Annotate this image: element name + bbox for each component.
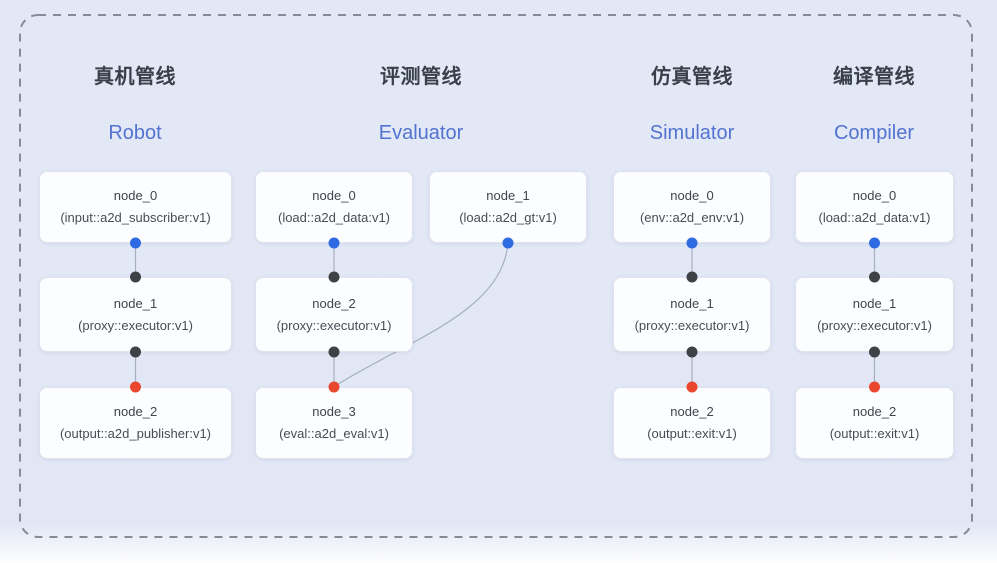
node-sublabel: (load::a2d_gt:v1) xyxy=(459,210,557,225)
node-evaluator-node_0: node_0(load::a2d_data:v1) xyxy=(255,171,413,243)
node-sublabel: (env::a2d_env:v1) xyxy=(639,210,745,225)
node-sublabel: (output::exit:v1) xyxy=(647,426,737,441)
node-sublabel: (proxy::executor:v1) xyxy=(78,317,193,333)
node-compiler-node_0: node_0(load::a2d_data:v1) xyxy=(795,171,954,243)
node-evaluator-node_1: node_1(load::a2d_gt:v1) xyxy=(429,171,587,243)
node-robot-node_1: node_1(proxy::executor:v1) xyxy=(39,277,232,352)
node-label: node_3 xyxy=(312,404,356,419)
node-sublabel: (output::exit:v1) xyxy=(829,426,920,441)
node-sublabel: (proxy::executor:v1) xyxy=(817,317,932,333)
node-label: node_1 xyxy=(670,295,714,311)
node-label: node_0 xyxy=(113,188,158,203)
node-sublabel: (proxy::executor:v1) xyxy=(634,317,750,333)
node-label: node_1 xyxy=(486,188,530,203)
node-label: node_2 xyxy=(312,295,356,311)
node-compiler-node_1: node_1(proxy::executor:v1) xyxy=(795,277,954,352)
node-evaluator-node_2: node_2(proxy::executor:v1) xyxy=(255,277,413,352)
node-evaluator-node_3: node_3(eval::a2d_eval:v1) xyxy=(255,387,413,459)
node-sublabel: (load::a2d_data:v1) xyxy=(277,210,391,225)
node-sublabel: (proxy::executor:v1) xyxy=(276,317,392,333)
node-simulator-node_2: node_2(output::exit:v1) xyxy=(613,387,771,459)
node-label: node_0 xyxy=(852,188,897,203)
node-label: node_2 xyxy=(670,404,714,419)
node-simulator-node_1: node_1(proxy::executor:v1) xyxy=(613,277,771,352)
node-label: node_1 xyxy=(113,295,158,311)
node-label: node_0 xyxy=(312,188,356,203)
node-robot-node_2: node_2(output::a2d_publisher:v1) xyxy=(39,387,232,459)
node-simulator-node_0: node_0(env::a2d_env:v1) xyxy=(613,171,771,243)
node-label: node_1 xyxy=(852,295,897,311)
node-compiler-node_2: node_2(output::exit:v1) xyxy=(795,387,954,459)
node-sublabel: (load::a2d_data:v1) xyxy=(818,210,931,225)
node-label: node_2 xyxy=(852,404,897,419)
node-label: node_0 xyxy=(670,188,714,203)
node-robot-node_0: node_0(input::a2d_subscriber:v1) xyxy=(39,171,232,243)
node-sublabel: (output::a2d_publisher:v1) xyxy=(59,426,212,441)
node-sublabel: (input::a2d_subscriber:v1) xyxy=(60,210,211,225)
node-sublabel: (eval::a2d_eval:v1) xyxy=(279,426,389,441)
node-label: node_2 xyxy=(113,404,158,419)
